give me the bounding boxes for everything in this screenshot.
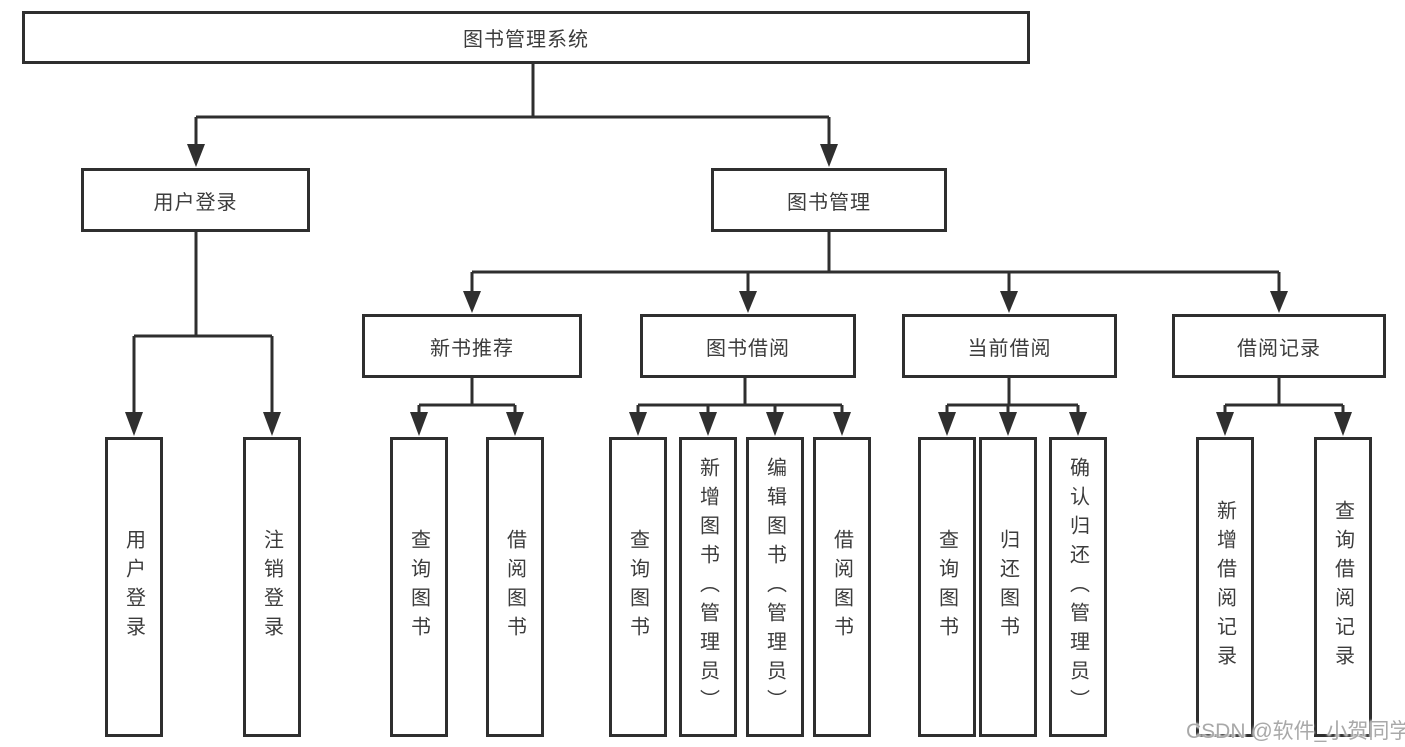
node-label: 用户登录 (153, 191, 238, 214)
watermark: CSDN @软件_小贺同学 (1186, 720, 1405, 743)
node-current-borrow: 当前借阅 (902, 314, 1117, 378)
node-label: 图书管理系统 (463, 29, 589, 51)
leaf-label: 确认归还（管理员） (1066, 456, 1089, 718)
node-user-login: 用户登录 (81, 168, 310, 232)
leaf-label: 借阅图书 (830, 529, 853, 645)
leaf-label: 查询图书 (407, 529, 430, 645)
leaf-add-borrow-record: 新增借阅记录 (1196, 437, 1254, 737)
node-label: 新书推荐 (430, 337, 514, 360)
node-book-management: 图书管理 (711, 168, 947, 232)
leaf-label: 查询图书 (935, 529, 958, 645)
leaf-label: 用户登录 (122, 529, 145, 645)
leaf-add-book-admin: 新增图书（管理员） (679, 437, 737, 737)
leaf-label: 编辑图书（管理员） (763, 456, 786, 718)
leaf-label: 归还图书 (996, 529, 1019, 645)
leaf-label: 查询图书 (626, 529, 649, 645)
node-label: 图书管理 (787, 191, 871, 214)
node-library-system: 图书管理系统 (22, 11, 1030, 64)
leaf-user-login: 用户登录 (105, 437, 163, 737)
node-label: 当前借阅 (967, 337, 1052, 360)
leaf-logout: 注销登录 (243, 437, 301, 737)
leaf-edit-book-admin: 编辑图书（管理员） (746, 437, 804, 737)
leaf-query-borrow-record: 查询借阅记录 (1314, 437, 1372, 737)
leaf-label: 注销登录 (260, 529, 283, 645)
node-book-borrow: 图书借阅 (640, 314, 856, 378)
node-label: 借阅记录 (1237, 337, 1321, 360)
leaf-return-books: 归还图书 (979, 437, 1037, 737)
node-borrow-record: 借阅记录 (1172, 314, 1386, 378)
leaf-borrow-books: 借阅图书 (813, 437, 871, 737)
leaf-query-books: 查询图书 (390, 437, 448, 737)
leaf-query-books: 查询图书 (609, 437, 667, 737)
node-label: 图书借阅 (706, 337, 790, 360)
leaf-confirm-return-admin: 确认归还（管理员） (1049, 437, 1107, 737)
leaf-label: 新增借阅记录 (1213, 500, 1236, 674)
arrowhead-icons (125, 144, 1352, 436)
leaf-label: 查询借阅记录 (1331, 500, 1354, 674)
leaf-borrow-books: 借阅图书 (486, 437, 544, 737)
leaf-label: 借阅图书 (503, 529, 526, 645)
leaf-query-books: 查询图书 (918, 437, 976, 737)
node-new-book-recommend: 新书推荐 (362, 314, 582, 378)
leaf-label: 新增图书（管理员） (696, 456, 719, 718)
